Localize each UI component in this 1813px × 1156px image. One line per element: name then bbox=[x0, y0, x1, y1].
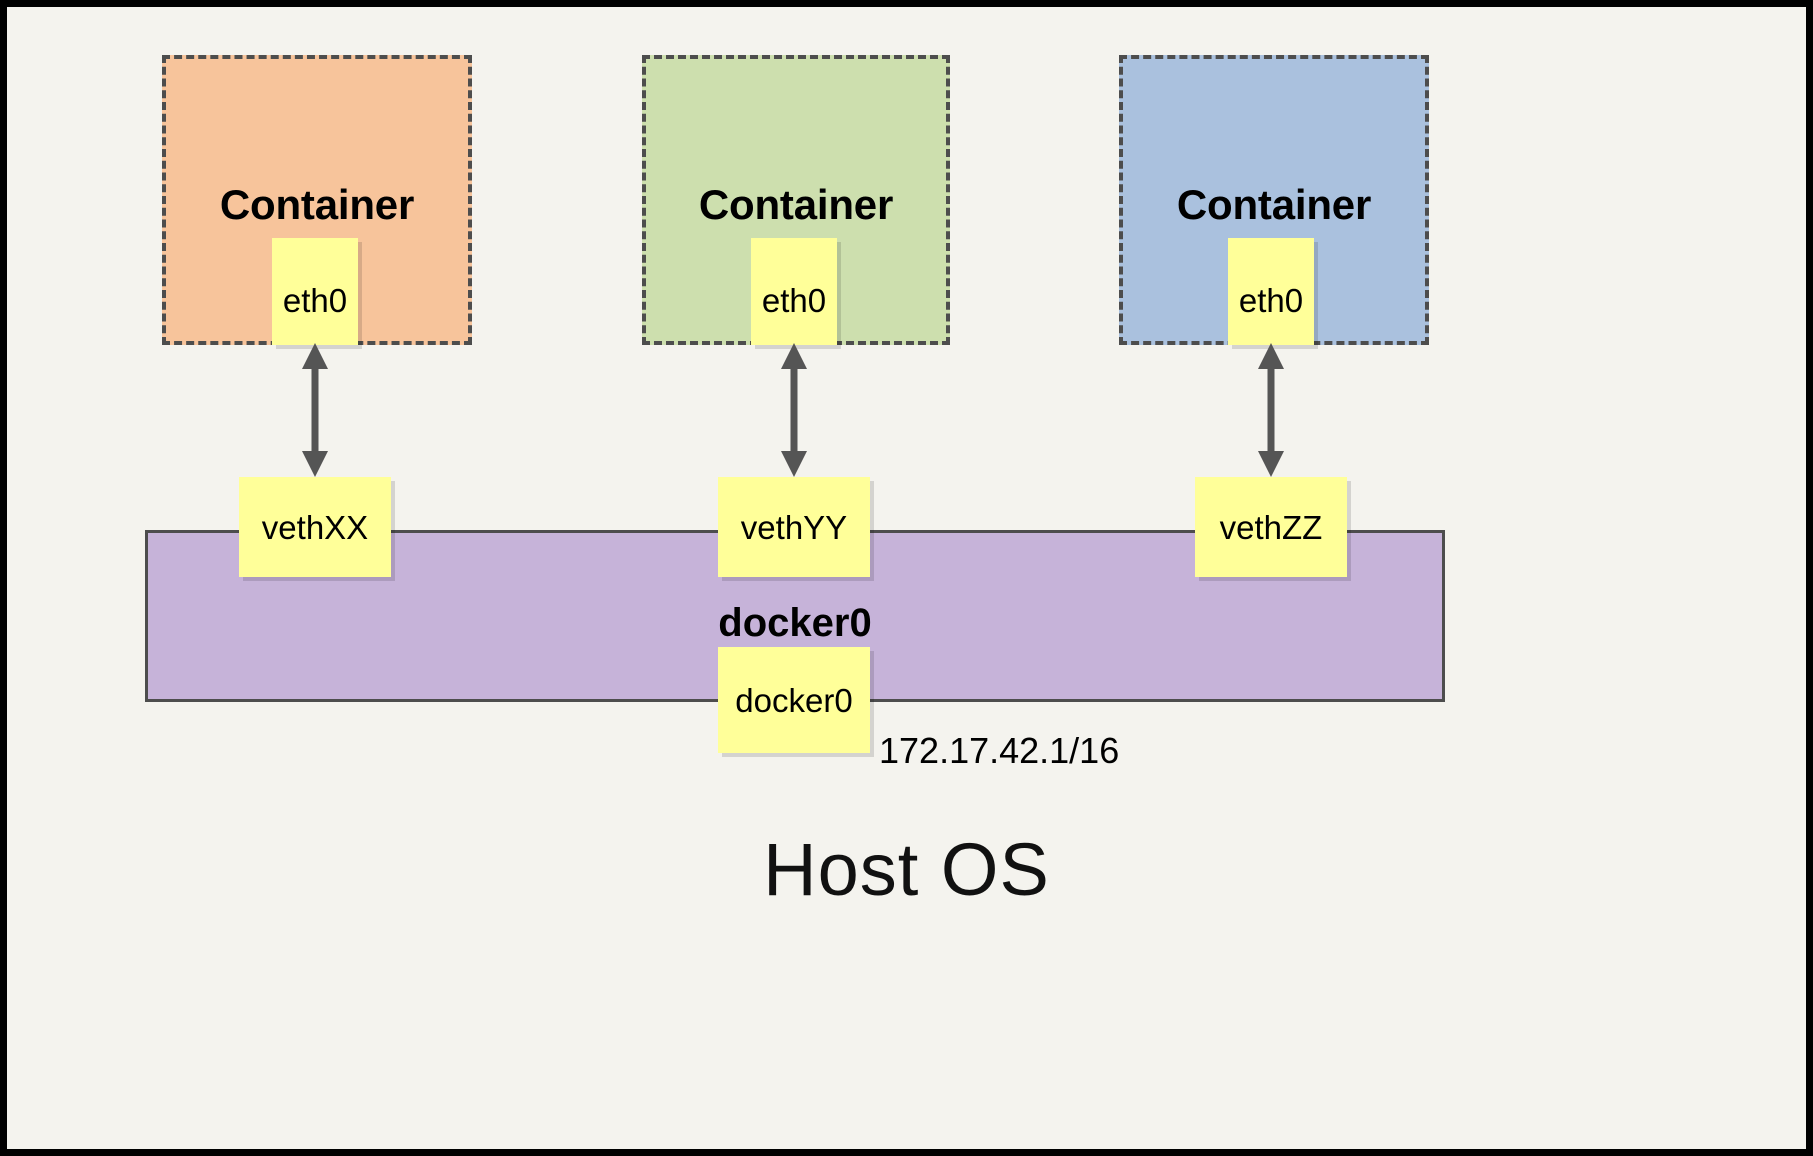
container-1-eth0-label: eth0 bbox=[282, 282, 348, 319]
container-title-3: Container bbox=[1176, 181, 1372, 228]
vethXX-box: vethXX bbox=[239, 477, 391, 577]
host-os-title: Host OS bbox=[763, 828, 1050, 911]
container-2-eth0-box: eth0 bbox=[751, 238, 837, 345]
container-2-eth0-label: eth0 bbox=[761, 282, 827, 319]
vethYY-box: vethYY bbox=[718, 477, 870, 577]
eth0-to-vethYY-arrow bbox=[781, 343, 807, 477]
container-title-2: Container bbox=[698, 181, 894, 228]
eth0-to-vethZZ-arrow bbox=[1258, 343, 1284, 477]
host-os-area: Container eth0 Container eth0 Container … bbox=[7, 7, 1806, 1149]
eth0-to-vethXX-arrow bbox=[302, 343, 328, 477]
vethYY-label: vethYY bbox=[740, 508, 848, 546]
vethXX-label: vethXX bbox=[261, 508, 369, 546]
docker0-interface-box: docker0 bbox=[718, 647, 870, 753]
container-title-1: Container bbox=[219, 181, 415, 228]
container-3-eth0-label: eth0 bbox=[1238, 282, 1304, 319]
docker0-ip-label: 172.17.42.1/16 bbox=[879, 730, 1120, 771]
docker0-interface-label: docker0 bbox=[735, 681, 853, 719]
docker0-bridge-label: docker0 bbox=[718, 601, 872, 645]
container-3-eth0-box: eth0 bbox=[1228, 238, 1314, 345]
vethZZ-box: vethZZ bbox=[1195, 477, 1347, 577]
vethZZ-label: vethZZ bbox=[1219, 508, 1323, 546]
container-1-eth0-box: eth0 bbox=[272, 238, 358, 345]
